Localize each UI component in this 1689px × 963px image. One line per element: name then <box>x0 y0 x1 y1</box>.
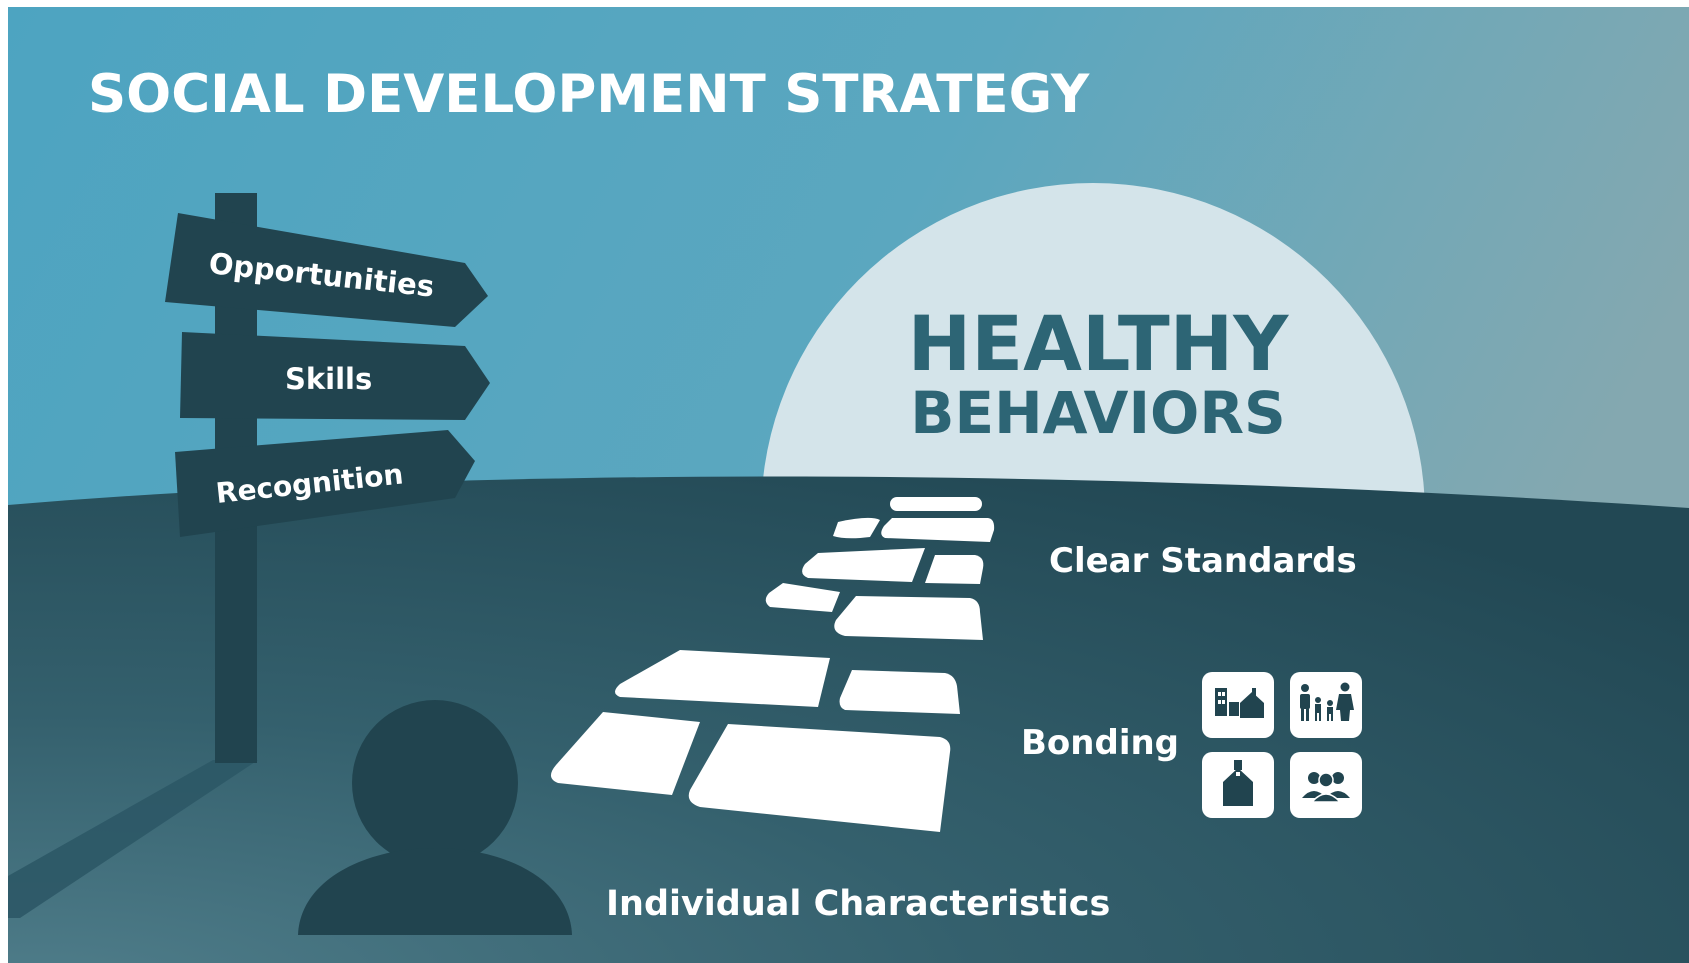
stone <box>839 670 960 714</box>
stone <box>802 548 925 582</box>
goal-title-healthy: HEALTHY <box>908 299 1290 388</box>
family-icon <box>1290 672 1362 738</box>
peers-icon <box>1290 752 1362 818</box>
person-head <box>352 700 518 866</box>
sign-opportunities[interactable] <box>165 213 488 327</box>
stone <box>615 650 830 707</box>
stepping-stones <box>550 497 995 832</box>
sign-recognition[interactable] <box>175 430 475 537</box>
stone <box>688 724 951 832</box>
school-icon <box>1202 752 1274 818</box>
stone <box>833 517 880 539</box>
label-clear-standards: Clear Standards <box>1049 541 1357 581</box>
label-individual-characteristics: Individual Characteristics <box>606 884 1110 924</box>
stone <box>834 596 983 640</box>
stone <box>890 497 982 511</box>
stone <box>881 518 995 542</box>
sign-label-skills: Skills <box>285 362 372 396</box>
sign-skills[interactable] <box>180 332 490 420</box>
stone <box>550 712 700 795</box>
person-body <box>298 848 572 935</box>
stone <box>765 583 840 612</box>
page-title: SOCIAL DEVELOPMENT STRATEGY <box>88 64 1090 125</box>
goal-title-behaviors: BEHAVIORS <box>910 379 1286 447</box>
stone <box>925 555 984 584</box>
neighborhood-icon <box>1202 672 1274 738</box>
bonding-icons <box>1202 672 1362 818</box>
label-bonding: Bonding <box>1021 723 1179 763</box>
signpost-shadow <box>8 760 258 918</box>
